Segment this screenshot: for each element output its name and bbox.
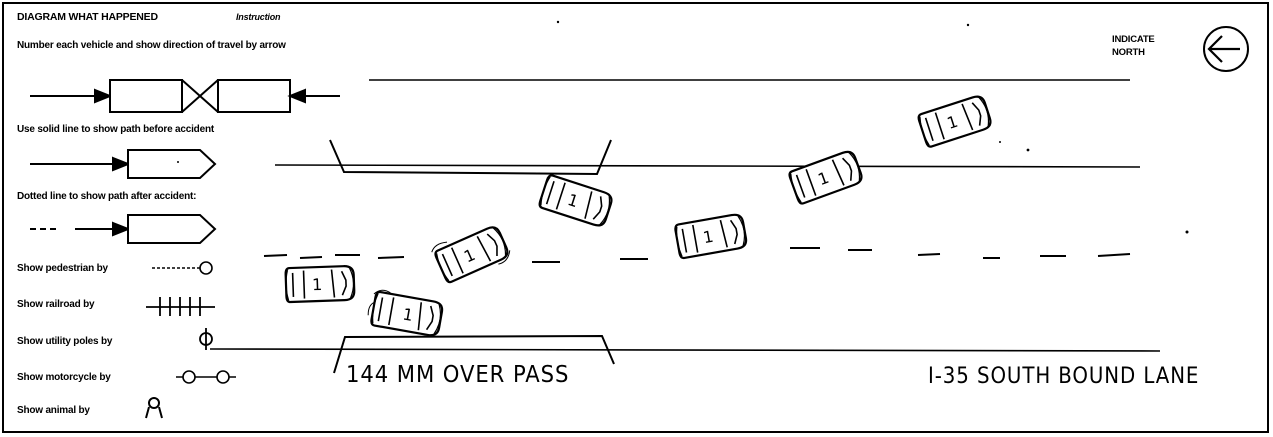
legend-solid-line-text: Use solid line to show path before accid… xyxy=(17,124,214,135)
instruction-text: Number each vehicle and show direction o… xyxy=(17,40,286,51)
overpass-bottom-bracket xyxy=(333,334,615,374)
legend-railroad-icon xyxy=(146,297,215,316)
north-arrow-icon xyxy=(1203,26,1249,72)
legend-dotted-path-icon xyxy=(30,214,217,244)
overpass-label: 144 MM OVER PASS xyxy=(346,362,570,388)
vehicle-7: 1 xyxy=(916,93,994,149)
legend-utility-pole-icon xyxy=(199,328,213,350)
legend-solid-path-icon xyxy=(30,149,217,179)
vehicle-1: 1 xyxy=(284,264,356,304)
road-lines xyxy=(209,79,1161,374)
vehicle-5-number: 1 xyxy=(702,227,715,247)
legend-pedestrian-text: Show pedestrian by xyxy=(17,263,108,274)
vehicle-3: 1 xyxy=(431,223,512,285)
overpass-top-bracket xyxy=(329,139,612,176)
north-label-line2: NORTH xyxy=(1112,47,1145,58)
road-bottom-edge xyxy=(209,348,1161,352)
road-lane-line xyxy=(274,164,1141,168)
north-label-line1: INDICATE xyxy=(1112,34,1155,45)
instruction-tag: Instruction xyxy=(236,12,281,22)
legend-motorcycle-icon xyxy=(176,370,236,384)
road-label: I-35 SOUTH BOUND LANE xyxy=(928,364,1200,389)
stray-marks xyxy=(177,20,1189,234)
legend-dotted-line-text: Dotted line to show path after accident: xyxy=(17,191,197,202)
legend-animal-icon xyxy=(145,397,163,419)
legend-utility-poles-text: Show utility poles by xyxy=(17,336,113,347)
vehicle-4: 1 xyxy=(537,173,615,229)
vehicle-5: 1 xyxy=(673,212,749,260)
road-dashed-line xyxy=(263,247,1131,263)
vehicle-2: 1 xyxy=(367,289,445,338)
legend-pedestrian-icon xyxy=(152,261,213,275)
vehicle-1-number: 1 xyxy=(312,275,323,294)
legend-motorcycle-text: Show motorcycle by xyxy=(17,372,111,383)
vehicle-6: 1 xyxy=(787,148,865,206)
diagram-title: DIAGRAM WHAT HAPPENED xyxy=(17,11,158,23)
legend-animal-text: Show animal by xyxy=(17,405,90,416)
legend-railroad-text: Show railroad by xyxy=(17,299,95,310)
legend-head-on-icon xyxy=(30,79,340,113)
vehicle-2-number: 1 xyxy=(401,304,414,324)
